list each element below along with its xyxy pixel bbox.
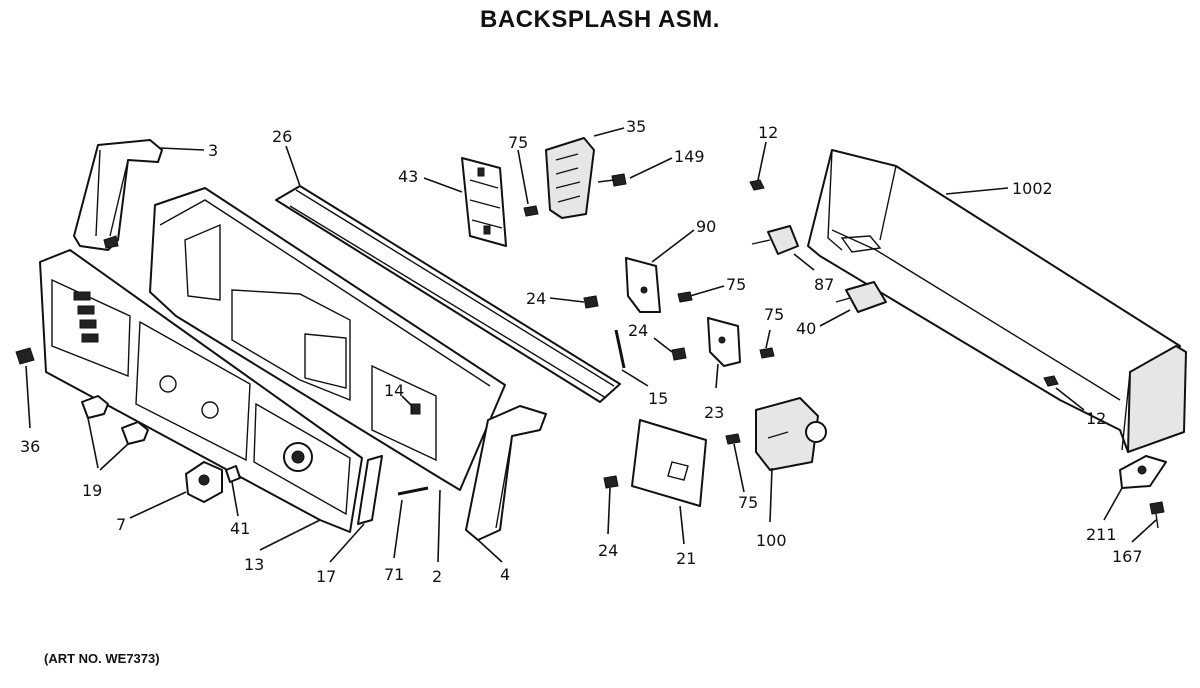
callout-12a: 12 <box>758 123 778 142</box>
part-knob-19a <box>81 395 109 419</box>
part-screw-75b <box>677 291 693 303</box>
part-screw-167 <box>1149 501 1165 529</box>
part-bracket-90 <box>625 257 661 313</box>
part-screw-24a <box>583 295 599 309</box>
callout-21: 21 <box>676 549 696 568</box>
part-screw-75a <box>523 205 539 217</box>
part-rotary-switch <box>545 137 595 219</box>
callout-90: 90 <box>696 217 716 236</box>
callout-71: 71 <box>384 565 404 584</box>
art-number: (ART NO. WE7373) <box>44 651 160 666</box>
callout-75a: 75 <box>508 133 528 152</box>
callout-26: 26 <box>272 127 292 146</box>
part-clip-14 <box>411 403 421 415</box>
callout-167: 167 <box>1112 547 1143 566</box>
part-screw-149 <box>597 173 627 187</box>
diagram-title: BACKSPLASH ASM. <box>480 6 720 33</box>
callout-43: 43 <box>398 167 418 186</box>
part-bracket-23 <box>707 317 741 367</box>
callout-17: 17 <box>316 567 336 586</box>
callout-75c: 75 <box>764 305 784 324</box>
callout-labels: 3 26 43 75 35 149 12 1002 90 87 24 75 24… <box>20 117 1143 586</box>
part-end-cap-right <box>465 405 547 541</box>
callout-36: 36 <box>20 437 40 456</box>
callout-24b: 24 <box>628 321 648 340</box>
part-button-36 <box>15 347 35 365</box>
callout-1002: 1002 <box>1012 179 1053 198</box>
part-bracket-211 <box>1119 455 1167 489</box>
callout-35: 35 <box>626 117 646 136</box>
part-clip-12b <box>1043 375 1059 387</box>
part-screw-24b <box>671 347 687 361</box>
callout-12b: 12 <box>1086 409 1106 428</box>
callout-3: 3 <box>208 141 218 160</box>
leader-lines <box>25 127 1157 563</box>
callout-23: 23 <box>704 403 724 422</box>
callout-15: 15 <box>648 389 668 408</box>
callout-19: 19 <box>82 481 102 500</box>
callout-87: 87 <box>814 275 834 294</box>
callout-13: 13 <box>244 555 264 574</box>
part-switch-87 <box>751 225 799 255</box>
part-lens-17 <box>357 455 383 525</box>
part-shaft-41 <box>225 465 241 483</box>
part-front-panel <box>39 249 363 533</box>
callout-14: 14 <box>384 381 404 400</box>
callout-7: 7 <box>116 515 126 534</box>
part-knob-19b <box>121 421 149 445</box>
callout-75d: 75 <box>738 493 758 512</box>
part-screw-24c <box>603 475 619 489</box>
part-knob-7 <box>185 461 223 503</box>
part-timer-100 <box>755 397 827 471</box>
callout-41: 41 <box>230 519 250 538</box>
part-screw-75c <box>759 347 775 359</box>
part-rear-housing <box>807 149 1187 453</box>
part-screw-15 <box>614 329 626 369</box>
callout-24c: 24 <box>598 541 618 560</box>
callout-100: 100 <box>756 531 787 550</box>
part-switch-bracket <box>461 157 507 247</box>
callout-2: 2 <box>432 567 442 586</box>
part-clip-12a <box>749 179 765 191</box>
callout-24a: 24 <box>526 289 546 308</box>
callout-211: 211 <box>1086 525 1117 544</box>
part-end-cap-left <box>73 139 163 251</box>
part-screw-75d <box>725 433 741 445</box>
part-switch-40 <box>835 281 887 313</box>
part-top-trim <box>275 185 621 403</box>
callout-4: 4 <box>500 565 510 584</box>
callout-149: 149 <box>674 147 705 166</box>
callout-75b: 75 <box>726 275 746 294</box>
part-screw-71 <box>397 486 429 496</box>
callout-40: 40 <box>796 319 816 338</box>
part-board-21 <box>631 419 707 507</box>
